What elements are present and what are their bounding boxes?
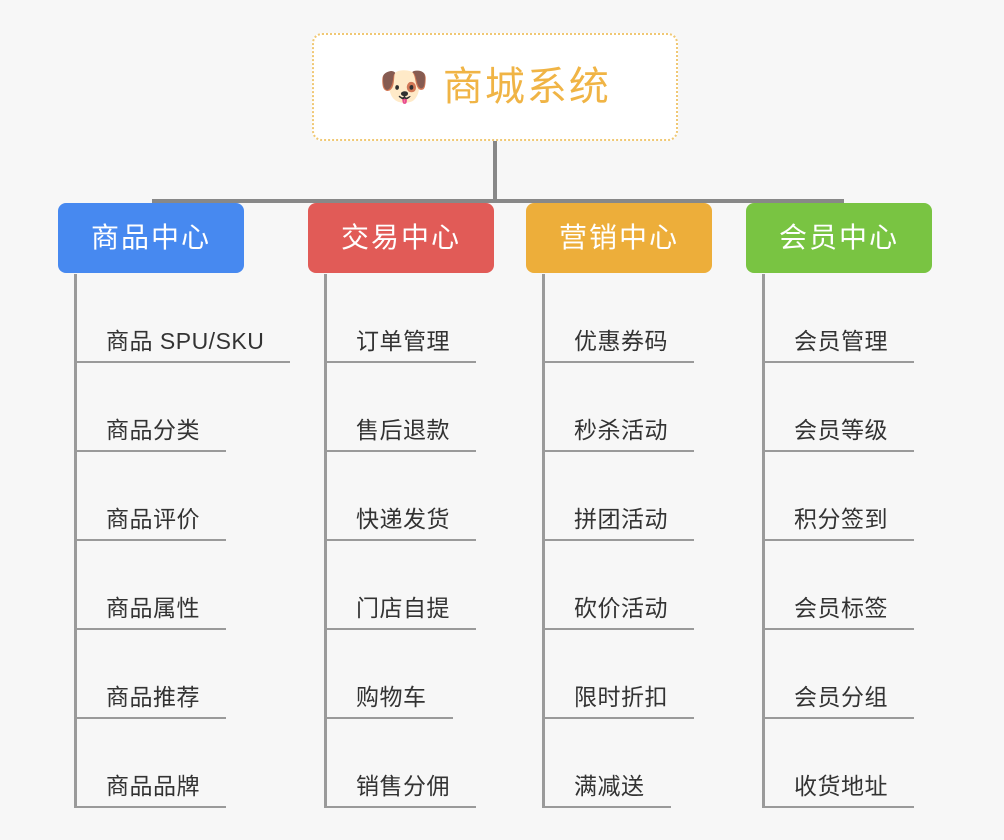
leaf-item-label: 收货地址 — [794, 772, 888, 799]
connector-trunk-trade-center — [324, 274, 327, 808]
leaf-item[interactable]: 商品评价 — [74, 452, 290, 541]
leaf-item-label: 商品分类 — [106, 416, 200, 443]
leaf-column-member-center: 会员管理会员等级积分签到会员标签会员分组收货地址 — [762, 274, 914, 808]
leaf-item-label: 购物车 — [356, 683, 427, 710]
leaf-item-underline: 门店自提 — [327, 594, 476, 630]
leaf-item-underline: 拼团活动 — [545, 505, 694, 541]
leaf-item[interactable]: 快递发货 — [324, 452, 476, 541]
connector-drop-marketing-center — [620, 199, 624, 203]
leaf-item-underline: 商品 SPU/SKU — [77, 327, 291, 363]
leaf-item[interactable]: 商品分类 — [74, 363, 290, 452]
leaf-item-label: 商品推荐 — [106, 683, 200, 710]
leaf-item[interactable]: 售后退款 — [324, 363, 476, 452]
category-box-member-center[interactable]: 会员中心 — [746, 203, 932, 273]
leaf-item-label: 会员标签 — [794, 594, 888, 621]
leaf-item-underline: 收货地址 — [765, 772, 914, 808]
leaf-item[interactable]: 会员分组 — [762, 630, 914, 719]
root-node-title: 商城系统 — [442, 65, 611, 109]
leaf-column-trade-center: 订单管理售后退款快递发货门店自提购物车销售分佣 — [324, 274, 476, 808]
category-label: 会员中心 — [778, 222, 899, 253]
category-label: 营销中心 — [558, 222, 679, 253]
leaf-item-underline: 限时折扣 — [545, 683, 694, 719]
leaf-item-underline: 优惠券码 — [545, 327, 694, 363]
leaf-item-label: 商品评价 — [106, 505, 200, 532]
leaf-item-label: 会员分组 — [794, 683, 888, 710]
leaf-item[interactable]: 秒杀活动 — [542, 363, 694, 452]
leaf-item-underline: 秒杀活动 — [545, 416, 694, 452]
leaf-column-product-center: 商品 SPU/SKU 商品分类商品评价商品属性商品推荐商品品牌 — [74, 274, 291, 808]
connector-horizontal-bus — [152, 199, 844, 203]
leaf-item[interactable]: 满减送 — [542, 719, 694, 808]
category-label: 交易中心 — [340, 222, 461, 253]
leaf-item-label: 砍价活动 — [574, 594, 668, 621]
leaf-item-underline: 会员标签 — [765, 594, 914, 630]
leaf-item[interactable]: 商品属性 — [74, 541, 290, 630]
leaf-item[interactable]: 商品推荐 — [74, 630, 290, 719]
leaf-item[interactable]: 商品品牌 — [74, 719, 290, 808]
leaf-item[interactable]: 商品 SPU/SKU — [74, 274, 291, 363]
leaf-item-label: 积分签到 — [794, 505, 888, 532]
leaf-item-label: 订单管理 — [356, 327, 450, 354]
connector-trunk-product-center — [74, 274, 77, 808]
connector-trunk-marketing-center — [542, 274, 545, 808]
leaf-item-label: 商品 SPU/SKU — [106, 327, 265, 354]
leaf-item-underline: 商品分类 — [77, 416, 226, 452]
leaf-item-underline: 商品推荐 — [77, 683, 226, 719]
leaf-item-underline: 购物车 — [327, 683, 453, 719]
leaf-item-underline: 订单管理 — [327, 327, 476, 363]
connector-drop-member-center — [840, 199, 844, 203]
leaf-item-label: 会员等级 — [794, 416, 888, 443]
leaf-item-label: 商品属性 — [106, 594, 200, 621]
leaf-item[interactable]: 会员标签 — [762, 541, 914, 630]
leaf-item-label: 秒杀活动 — [574, 416, 668, 443]
leaf-item[interactable]: 门店自提 — [324, 541, 476, 630]
connector-trunk-member-center — [762, 274, 765, 808]
leaf-item-underline: 积分签到 — [765, 505, 914, 541]
leaf-item[interactable]: 限时折扣 — [542, 630, 694, 719]
leaf-item[interactable]: 收货地址 — [762, 719, 914, 808]
leaf-item-label: 商品品牌 — [106, 772, 200, 799]
leaf-item[interactable]: 会员管理 — [762, 274, 914, 363]
leaf-item-label: 拼团活动 — [574, 505, 668, 532]
leaf-item-label: 门店自提 — [356, 594, 450, 621]
dog-face-icon: 🐶 — [379, 65, 429, 109]
leaf-item[interactable]: 优惠券码 — [542, 274, 694, 363]
leaf-item[interactable]: 订单管理 — [324, 274, 476, 363]
leaf-item-underline: 商品品牌 — [77, 772, 226, 808]
leaf-item-underline: 会员等级 — [765, 416, 914, 452]
leaf-item-label: 限时折扣 — [574, 683, 668, 710]
leaf-item-underline: 快递发货 — [327, 505, 476, 541]
root-node-mall-system[interactable]: 🐶 商城系统 — [312, 33, 678, 141]
leaf-item-underline: 商品评价 — [77, 505, 226, 541]
connector-drop-product-center — [152, 199, 156, 203]
leaf-item-underline: 销售分佣 — [327, 772, 476, 808]
leaf-item[interactable]: 销售分佣 — [324, 719, 476, 808]
leaf-item-label: 优惠券码 — [574, 327, 668, 354]
leaf-item[interactable]: 拼团活动 — [542, 452, 694, 541]
category-box-trade-center[interactable]: 交易中心 — [308, 203, 494, 273]
category-label: 商品中心 — [90, 222, 211, 253]
leaf-item[interactable]: 购物车 — [324, 630, 476, 719]
leaf-item-label: 快递发货 — [356, 505, 450, 532]
connector-drop-trade-center — [402, 199, 406, 203]
leaf-item-underline: 商品属性 — [77, 594, 226, 630]
leaf-item-underline: 售后退款 — [327, 416, 476, 452]
leaf-item-label: 满减送 — [574, 772, 645, 799]
leaf-item[interactable]: 砍价活动 — [542, 541, 694, 630]
category-box-marketing-center[interactable]: 营销中心 — [526, 203, 712, 273]
connector-root-stem — [493, 141, 497, 203]
leaf-item-label: 售后退款 — [356, 416, 450, 443]
leaf-item-underline: 会员分组 — [765, 683, 914, 719]
leaf-item-label: 销售分佣 — [356, 772, 450, 799]
leaf-column-marketing-center: 优惠券码秒杀活动拼团活动砍价活动限时折扣满减送 — [542, 274, 694, 808]
leaf-item-underline: 满减送 — [545, 772, 671, 808]
category-box-product-center[interactable]: 商品中心 — [58, 203, 244, 273]
leaf-item[interactable]: 积分签到 — [762, 452, 914, 541]
leaf-item-label: 会员管理 — [794, 327, 888, 354]
leaf-item-underline: 会员管理 — [765, 327, 914, 363]
leaf-item[interactable]: 会员等级 — [762, 363, 914, 452]
leaf-item-underline: 砍价活动 — [545, 594, 694, 630]
